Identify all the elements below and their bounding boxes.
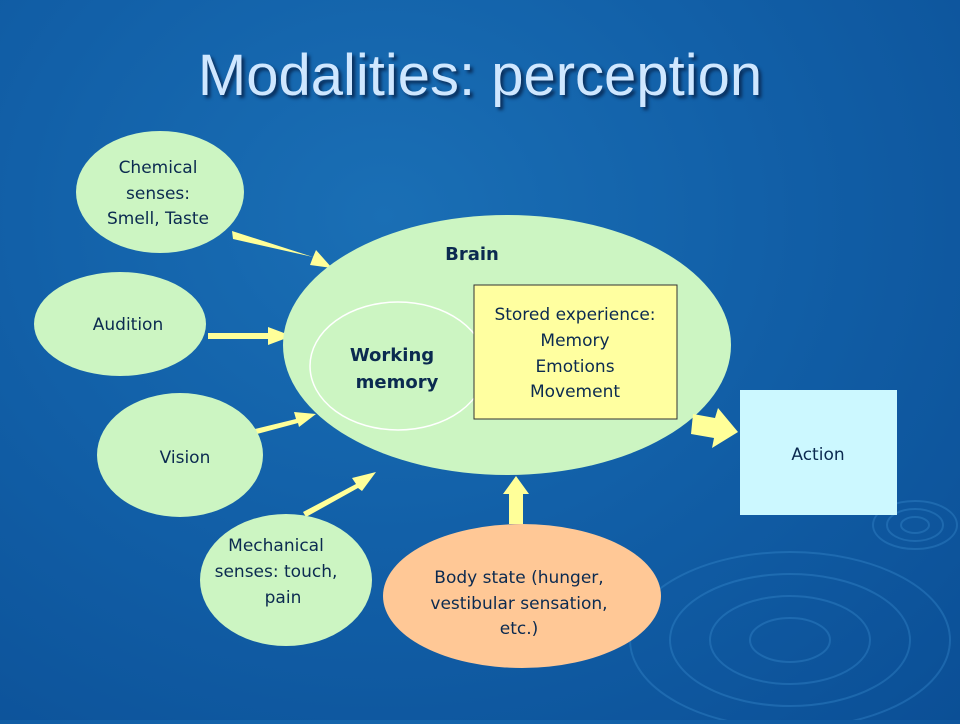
- stored-experience-line-4: Movement: [530, 382, 620, 402]
- body-state-line-2: vestibular sensation,: [430, 594, 607, 614]
- chemical-senses-line-1: Chemical: [119, 158, 198, 178]
- arrow-body-state-to-brain: [503, 476, 529, 524]
- body-state-line-3: etc.): [500, 619, 539, 639]
- mechanical-senses-line-1: Mechanical: [228, 536, 324, 556]
- sense-arrows: [208, 231, 376, 517]
- vision-ellipse: [97, 393, 263, 517]
- arrow-audition-to-brain: [208, 327, 292, 345]
- slide-title: Modalities: perception: [197, 43, 763, 108]
- mechanical-senses-line-2: senses: touch,: [215, 562, 338, 582]
- body-state-line-1: Body state (hunger,: [434, 568, 603, 588]
- chemical-senses-line-2: senses:: [126, 184, 190, 204]
- chemical-senses-ellipse: [76, 131, 244, 253]
- ripple-decoration: [629, 500, 958, 724]
- arrow-brain-to-action: [691, 408, 738, 448]
- working-memory-circle: [309, 301, 487, 431]
- stored-experience-box: [473, 284, 678, 420]
- stored-experience-line-3: Emotions: [535, 357, 614, 377]
- mechanical-senses-ellipse: [200, 514, 372, 646]
- vision-label: Vision: [160, 448, 211, 468]
- body-state-ellipse: [383, 524, 661, 668]
- action-label: Action: [791, 445, 844, 465]
- stored-experience-line-1: Stored experience:: [494, 305, 655, 325]
- chemical-senses-line-3: Smell, Taste: [107, 209, 209, 229]
- stored-experience-line-2: Memory: [540, 331, 609, 351]
- audition-label: Audition: [93, 315, 163, 335]
- audition-ellipse: [34, 272, 206, 376]
- working-memory-label-line-1: Working: [350, 345, 434, 366]
- brain-label: Brain: [445, 244, 499, 265]
- arrow-mechanical-to-brain: [303, 472, 376, 517]
- action-box: [740, 390, 897, 515]
- arrow-vision-to-brain: [255, 412, 316, 434]
- working-memory-label-line-2: memory: [356, 372, 439, 393]
- mechanical-senses-line-3: pain: [265, 588, 302, 608]
- arrow-chemical-to-brain: [232, 231, 332, 268]
